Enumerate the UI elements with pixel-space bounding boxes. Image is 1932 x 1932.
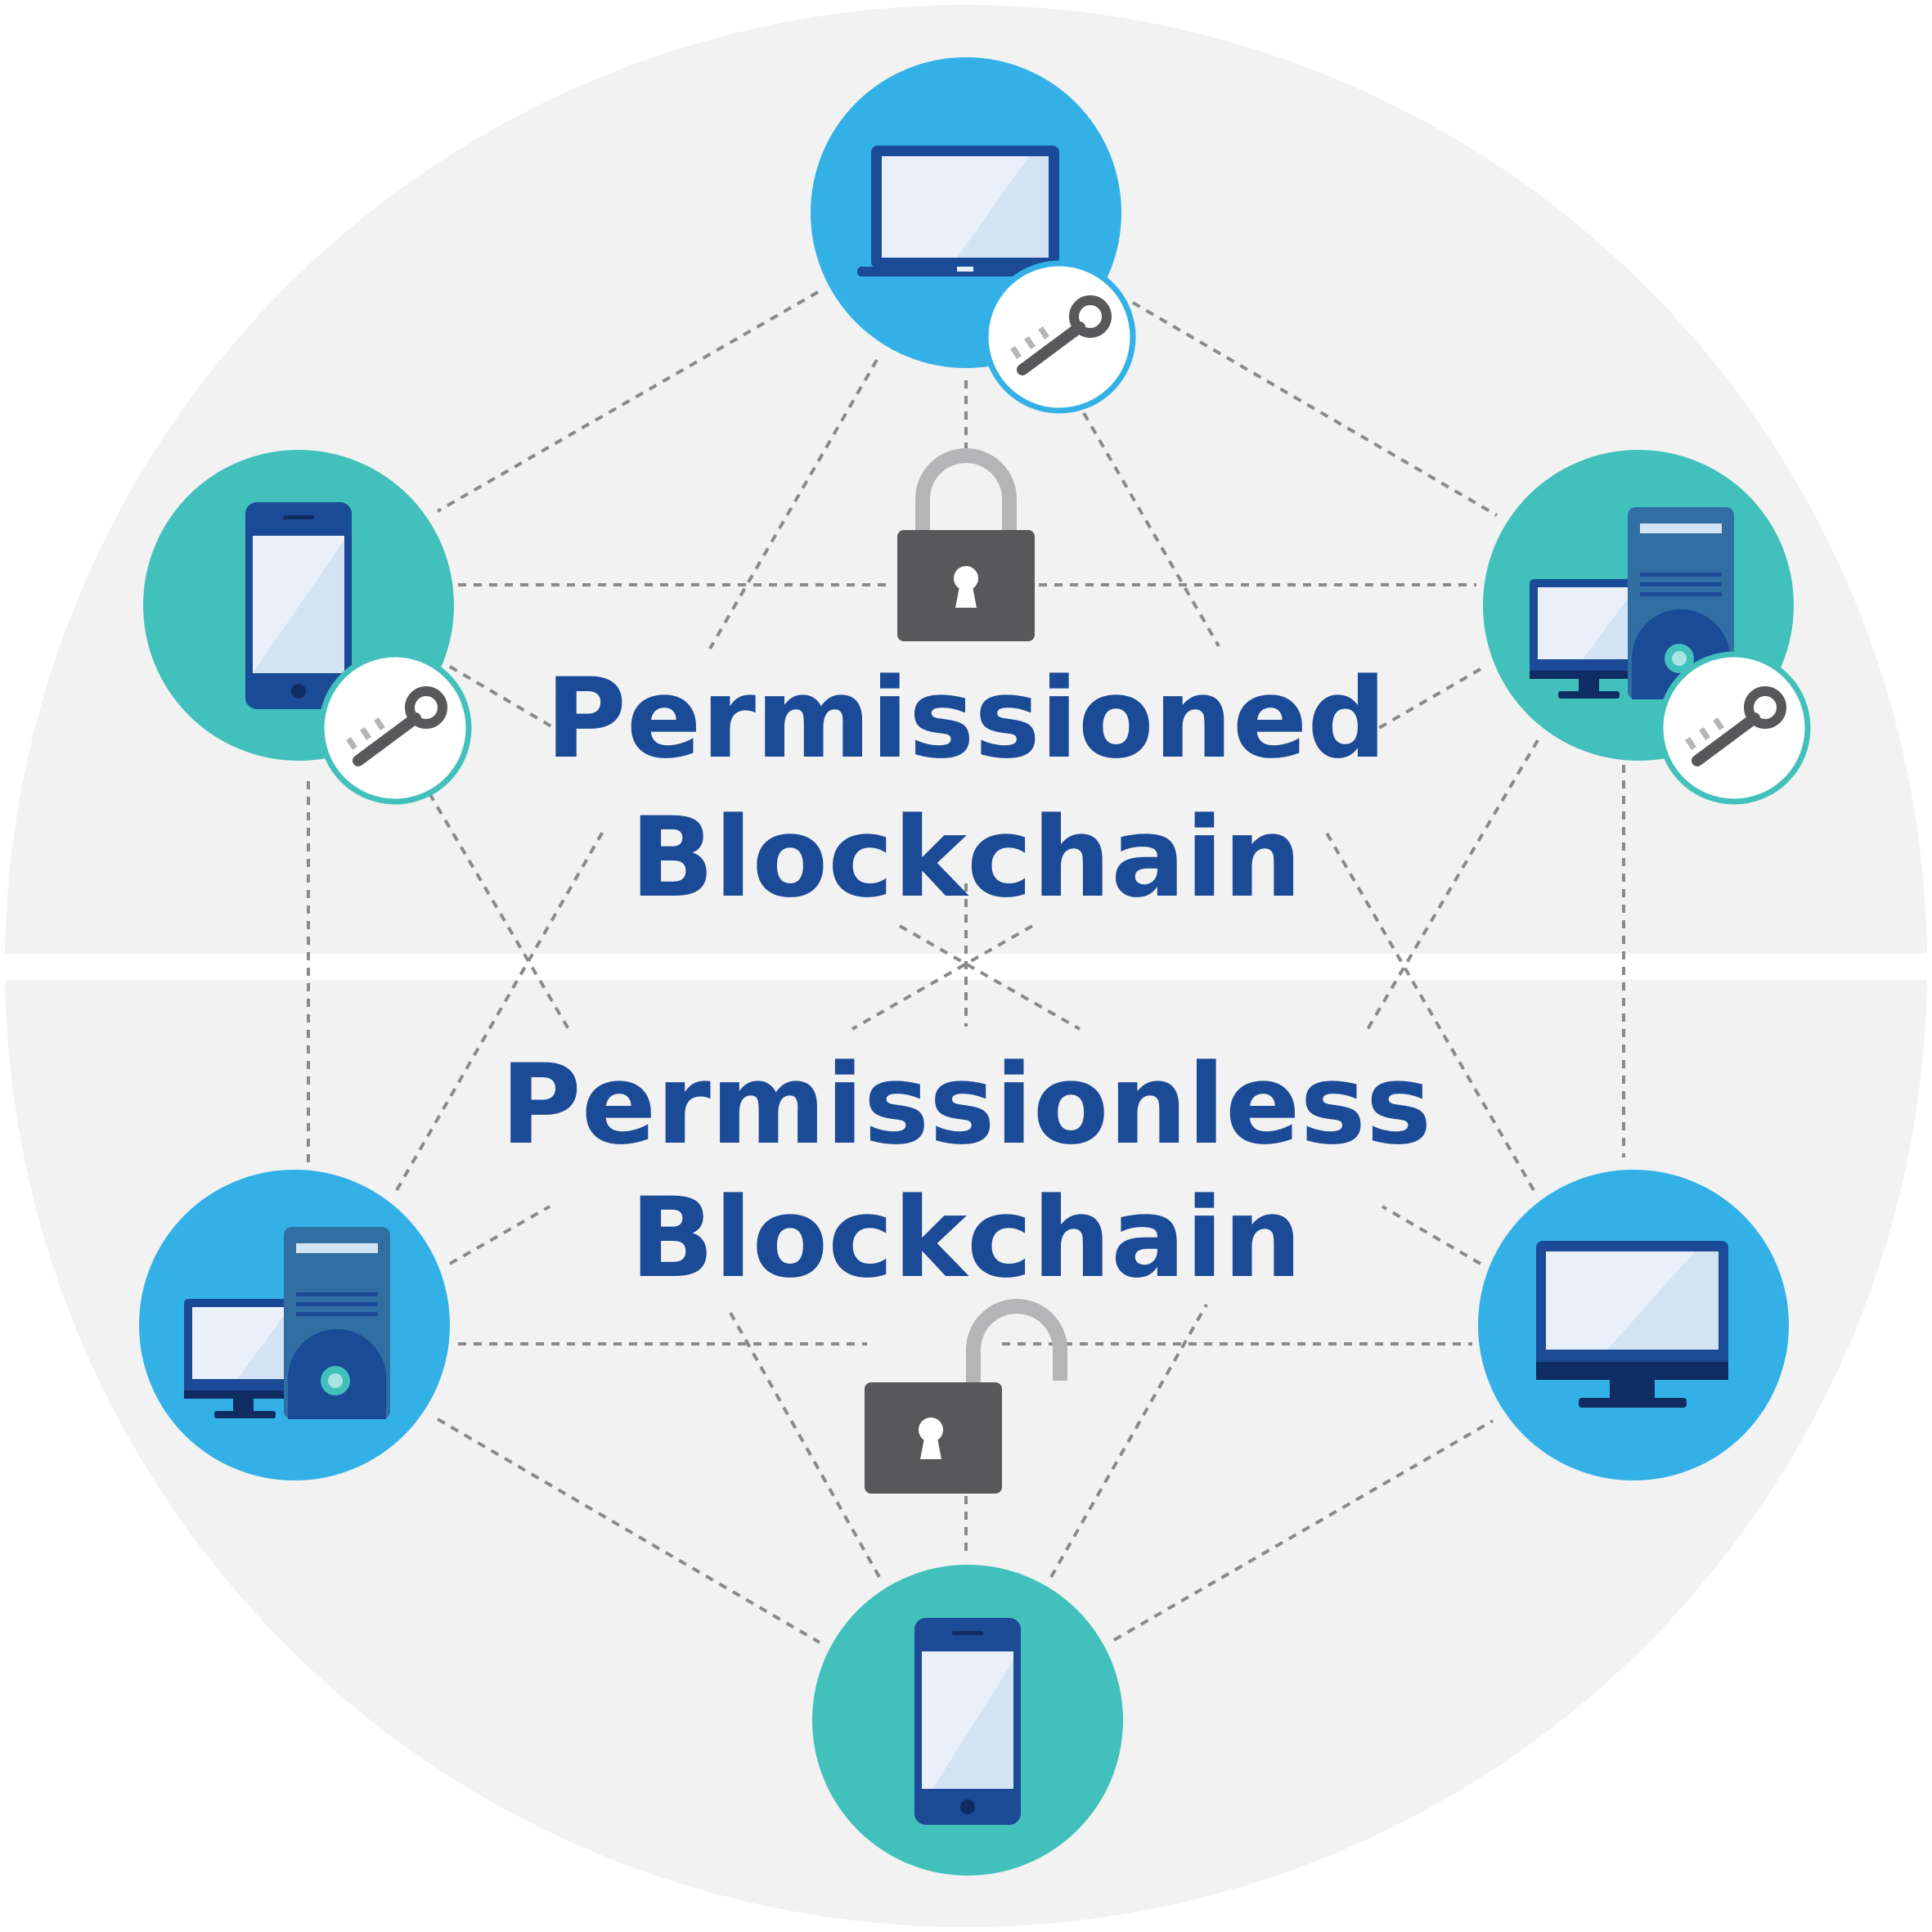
padlock-open-icon (865, 1299, 1067, 1494)
padlock-closed-icon (897, 448, 1035, 641)
key-icon (346, 686, 447, 766)
desktop-tower-icon (1530, 507, 1734, 699)
smartphone-icon (914, 1618, 1021, 1825)
permissionless-line1: Permissionless (501, 1040, 1431, 1169)
laptop-icon (857, 146, 1073, 276)
smartphone-icon (245, 502, 352, 709)
desktop-tower-icon (184, 1227, 390, 1419)
key-badge (982, 260, 1136, 414)
node-upper-left (143, 450, 472, 805)
node-lower-left (139, 1170, 450, 1480)
key-badge (1657, 651, 1811, 805)
permissionless-line2: Blockchain (630, 1174, 1301, 1302)
key-icon (1010, 295, 1112, 375)
monitor-icon (1536, 1241, 1728, 1408)
node-top (811, 57, 1136, 414)
key-badge (318, 651, 472, 805)
node-lower-right (1478, 1170, 1789, 1480)
key-icon (1685, 686, 1786, 766)
permissionless-label: Permissionless Blockchain (501, 1040, 1431, 1302)
permissioned-line1: Permissioned (546, 654, 1386, 783)
node-upper-right (1483, 450, 1811, 805)
permissioned-label: Permissioned Blockchain (546, 654, 1386, 922)
node-bottom (812, 1565, 1123, 1876)
permissioned-line2: Blockchain (630, 793, 1301, 922)
connection-lines (307, 290, 1625, 1644)
